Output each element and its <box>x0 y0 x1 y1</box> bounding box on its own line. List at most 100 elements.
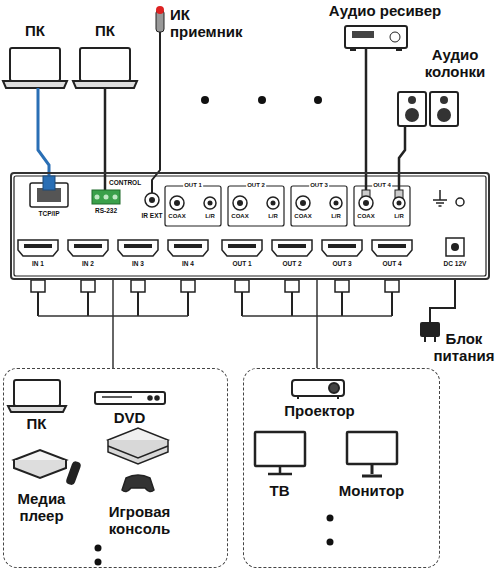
hdmi-ports <box>81 280 95 292</box>
power-supply <box>425 337 435 342</box>
audio-receiver <box>352 31 374 38</box>
hdmi-ports <box>87 292 89 316</box>
audio-receiver <box>350 48 356 51</box>
output-group-label: OUT 2 <box>246 182 266 189</box>
hdmi-ports <box>38 315 392 317</box>
dvd-player <box>102 396 132 398</box>
port-label: DC 12V <box>444 260 467 267</box>
laptop-icon <box>10 48 60 81</box>
ellipsis-dots <box>327 539 334 546</box>
rs232-cable <box>95 195 100 200</box>
housing-inner-outline <box>14 176 486 276</box>
ethernet-cable <box>30 88 68 207</box>
speakers <box>405 108 419 122</box>
hdmi-ports <box>204 197 216 209</box>
speakers <box>440 96 448 104</box>
hdmi-ports <box>285 280 299 292</box>
speakers <box>395 92 458 198</box>
game-console <box>108 440 168 464</box>
ir-receiver <box>145 193 159 207</box>
ground-symbol <box>433 190 464 206</box>
hdmi-ports <box>237 200 243 206</box>
rs232-cable <box>104 88 107 190</box>
hdmi-ports <box>271 201 276 206</box>
hdmi-ports <box>267 197 279 209</box>
ir-receiver <box>149 197 155 203</box>
hdmi-ports <box>334 201 339 206</box>
hdmi-ports <box>278 244 306 248</box>
jack-label: L/R <box>268 213 278 220</box>
port-label: RS-232 <box>95 207 117 214</box>
game-console <box>122 475 154 492</box>
device-label: ПК <box>27 415 47 432</box>
rs232-cable <box>92 88 120 204</box>
hdmi-port-label: OUT 3 <box>332 260 351 267</box>
laptop-icon <box>14 380 60 406</box>
dvd-player <box>155 396 159 400</box>
audio-receiver <box>390 32 400 42</box>
hdmi-ports <box>187 292 189 316</box>
hdmi-ports <box>174 244 202 248</box>
hdmi-ports <box>228 244 256 248</box>
power-supply <box>451 243 459 251</box>
jack-label: COAX <box>294 213 311 220</box>
media-player <box>14 460 66 478</box>
power-supply <box>420 238 464 342</box>
ir-receiver <box>152 32 160 194</box>
device-label: ИК приемник <box>170 6 250 41</box>
hdmi-ports <box>37 292 39 316</box>
speakers <box>430 92 458 126</box>
tv-icon <box>255 432 305 466</box>
dvd-player <box>95 392 165 404</box>
speakers <box>408 96 416 104</box>
hdmi-ports <box>322 240 362 256</box>
port-label: CONTROL <box>109 179 141 186</box>
hdmi-ports <box>272 240 312 256</box>
audio-receiver <box>396 48 402 51</box>
housing-inner-outline <box>14 176 486 276</box>
device-label: ПК <box>95 22 115 39</box>
hdmi-ports <box>296 196 310 210</box>
cable-connector <box>316 280 318 368</box>
hdmi-ports <box>341 292 343 316</box>
ellipsis-dots <box>314 96 322 104</box>
ethernet-cable <box>38 88 49 178</box>
ethernet-cable <box>43 176 55 190</box>
game-console <box>108 446 168 458</box>
hdmi-ports <box>170 196 184 210</box>
projector <box>298 396 338 399</box>
hdmi-port-label: OUT 1 <box>232 260 251 267</box>
output-group-label: OUT 3 <box>309 182 329 189</box>
hdmi-ports <box>74 244 102 248</box>
projector <box>292 380 344 399</box>
hdmi-port-label: IN 2 <box>82 260 94 267</box>
hdmi-ports <box>378 244 406 248</box>
hdmi-matrix-housing: TCP/IPCONTROLRS-232IR EXTOUT 1COAXL/ROUT… <box>10 172 490 280</box>
output-group-label: OUT 4 <box>372 182 392 189</box>
ellipsis-dots <box>95 559 102 566</box>
ground-symbol <box>456 198 464 206</box>
hdmi-port-label: OUT 4 <box>382 260 401 267</box>
ellipsis-dots <box>327 515 334 522</box>
hdmi-ports <box>118 240 158 256</box>
hdmi-ports <box>18 240 58 256</box>
device-label: Игровая консоль <box>95 503 185 538</box>
speakers <box>437 108 451 122</box>
speakers <box>398 92 426 126</box>
source-device-group: ПКDVDМедиа плеерИгровая консоль <box>3 368 228 568</box>
laptop-icon <box>80 48 130 81</box>
device-label: ПК <box>25 22 45 39</box>
hdmi-port-label: OUT 2 <box>282 260 301 267</box>
hdmi-ports <box>228 186 284 226</box>
hdmi-ports <box>174 200 180 206</box>
power-supply <box>420 322 440 337</box>
device-label: Блок питания <box>431 330 497 365</box>
hdmi-ports <box>393 197 405 209</box>
jack-label: COAX <box>357 213 374 220</box>
hdmi-ports <box>24 244 52 248</box>
port-label: TCP/IP <box>39 210 60 217</box>
rs232-cable <box>104 195 109 200</box>
monitor-icon <box>347 432 397 464</box>
